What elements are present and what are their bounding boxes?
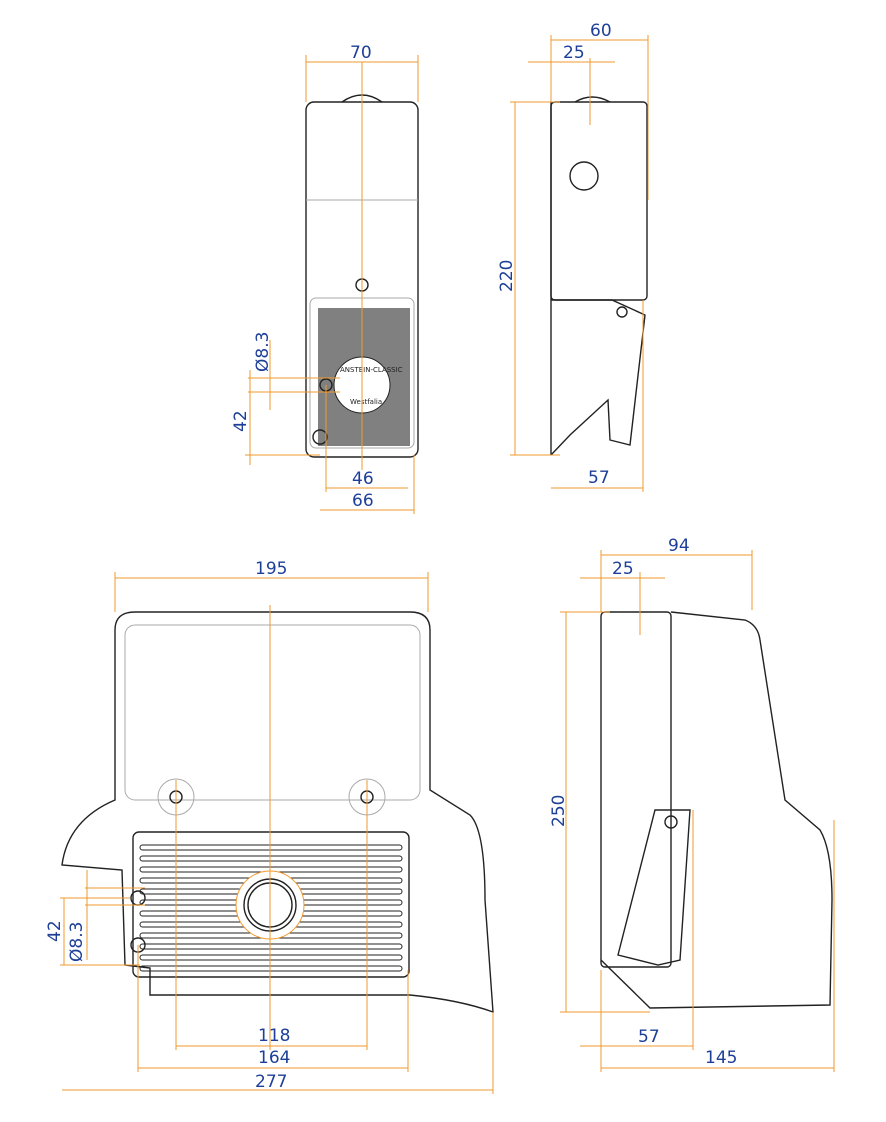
dim-66: 66: [352, 491, 374, 511]
side-view-large: 94 25 250 57 145: [549, 536, 835, 1072]
dim-42: 42: [231, 410, 251, 432]
front-view-large: 195 Ø8.3 42 118 164 277: [45, 559, 494, 1094]
side-view-small: 60 25 220 57: [497, 21, 649, 492]
grip-rib: [139, 855, 403, 862]
dim-diameter-large: Ø8.3: [67, 922, 87, 962]
front-view-small: ANSTEIN-CLASSIC Westfalia 70 Ø8.3 42 46 …: [231, 43, 419, 514]
grip-rib: [139, 965, 403, 972]
dim-57-large: 57: [638, 1027, 660, 1047]
dim-70: 70: [350, 43, 372, 63]
logo-text: ANSTEIN-CLASSIC: [340, 366, 403, 374]
dim-277: 277: [255, 1072, 287, 1092]
logo-maker: Westfalia: [350, 398, 382, 406]
dim-diameter: Ø8.3: [253, 332, 273, 372]
dim-42-large: 42: [45, 920, 65, 942]
dim-57-small: 57: [588, 468, 610, 488]
dim-60: 60: [590, 21, 612, 41]
grip-rib: [139, 943, 403, 950]
grip-rib: [139, 844, 403, 851]
dim-94: 94: [668, 536, 690, 556]
dim-250: 250: [549, 795, 569, 827]
dim-25-large: 25: [612, 559, 634, 579]
dim-46: 46: [352, 469, 374, 489]
dim-25-small: 25: [563, 43, 585, 63]
dim-195: 195: [255, 559, 287, 579]
dim-164: 164: [258, 1048, 290, 1068]
dim-118: 118: [258, 1026, 290, 1046]
dim-220: 220: [497, 260, 517, 292]
grip-rib: [139, 954, 403, 961]
dim-145: 145: [705, 1048, 737, 1068]
